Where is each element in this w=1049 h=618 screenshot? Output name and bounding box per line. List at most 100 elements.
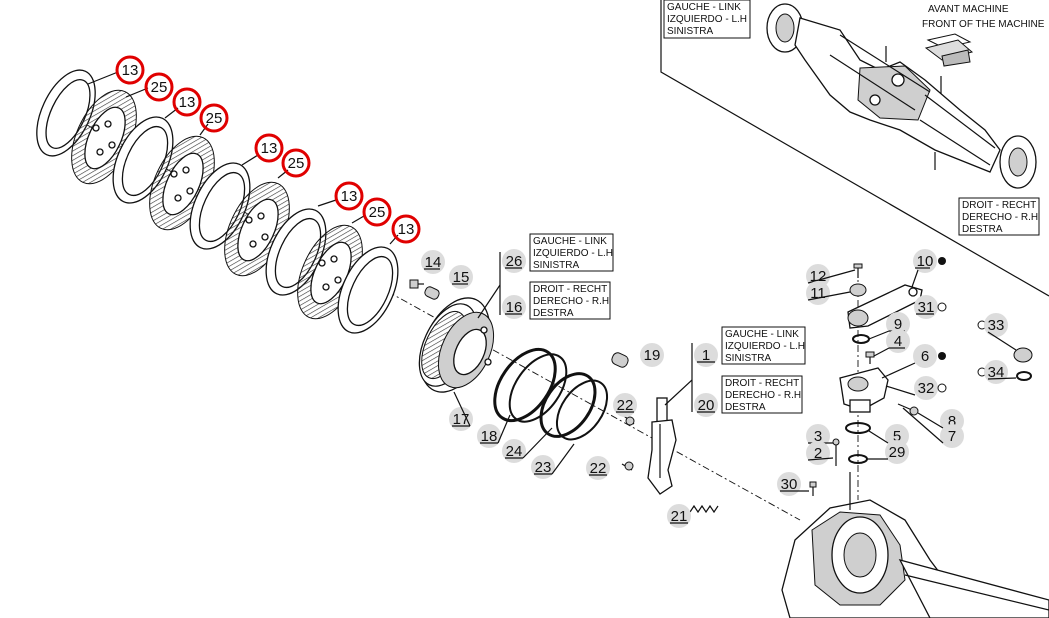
bolt-4	[865, 351, 875, 364]
label-21[interactable]: 21	[667, 504, 691, 528]
svg-text:7: 7	[948, 428, 956, 445]
front-machine-line2: FRONT OF THE MACHINE	[922, 19, 1045, 30]
label-16[interactable]: 16	[502, 295, 526, 319]
svg-text:13: 13	[122, 62, 139, 79]
o-ring-9	[852, 334, 870, 344]
svg-text:3: 3	[814, 428, 822, 445]
svg-text:15: 15	[453, 269, 470, 286]
legend-left-top-line1: GAUCHE - LINK	[667, 2, 741, 13]
svg-text:25: 25	[206, 110, 223, 127]
svg-text:6: 6	[921, 348, 929, 365]
bolt-22-lower	[621, 461, 634, 471]
label-12[interactable]: 12	[806, 264, 856, 288]
label-22-b[interactable]: 22	[586, 456, 610, 480]
o-ring-5	[845, 422, 871, 434]
bushing-15	[424, 286, 440, 300]
label-7[interactable]: 7	[902, 407, 964, 448]
bolt-8-7	[897, 403, 919, 416]
label-11[interactable]: 11	[806, 281, 851, 305]
svg-text:25: 25	[288, 155, 305, 172]
label-14[interactable]: 14	[421, 250, 445, 274]
label-22-a[interactable]: 22	[613, 393, 637, 417]
callout-25-c[interactable]: 25	[281, 148, 311, 178]
svg-text:22: 22	[617, 397, 634, 414]
washer-11	[849, 283, 867, 297]
label-6[interactable]: 6	[881, 344, 946, 379]
label-26[interactable]: 26	[502, 249, 526, 273]
svg-text:21: 21	[671, 508, 688, 525]
legend-right-top	[958, 197, 1040, 236]
pin-30	[809, 481, 817, 496]
legend-lever-right-line3: DESTRA	[725, 402, 766, 413]
label-34[interactable]: 34	[977, 360, 1017, 384]
callout-13-d[interactable]: 13	[334, 181, 364, 211]
legend-cover-right-line1: DROIT - RECHT	[533, 284, 607, 295]
front-machine-line1: AVANT MACHINE	[928, 4, 1009, 15]
callout-13-c[interactable]: 13	[254, 133, 284, 163]
callout-13-a[interactable]: 13	[115, 55, 145, 85]
svg-text:5: 5	[893, 428, 901, 445]
callout-25-b[interactable]: 25	[199, 103, 229, 133]
label-33[interactable]: 33	[977, 313, 1017, 351]
legend-lever-left	[721, 326, 806, 365]
highlighted-callouts: 13 25 13 25 13 25 13 25 13	[115, 55, 421, 244]
label-17[interactable]: 17	[449, 391, 473, 431]
svg-text:25: 25	[151, 79, 168, 96]
legend-cover-left-line2: IZQUIERDO - L.H	[533, 248, 613, 259]
legend-lever-left-line3: SINISTRA	[725, 353, 771, 364]
legend-left-top	[663, 0, 751, 39]
svg-text:1: 1	[702, 347, 710, 364]
label-10[interactable]: 10	[911, 249, 946, 288]
callout-13-b[interactable]: 13	[172, 87, 202, 117]
svg-text:12: 12	[810, 268, 827, 285]
label-31[interactable]: 31	[914, 295, 947, 319]
svg-text:13: 13	[398, 221, 415, 238]
legend-lever-left-line1: GAUCHE - LINK	[725, 329, 799, 340]
svg-text:23: 23	[535, 459, 552, 476]
callout-25-d[interactable]: 25	[362, 197, 392, 227]
clutch-disc-stack	[36, 69, 801, 521]
legend-cover-left	[529, 233, 614, 272]
o-rings	[493, 347, 609, 441]
label-15[interactable]: 15	[449, 265, 473, 289]
legend-lever-right-line1: DROIT - RECHT	[725, 378, 799, 389]
label-2[interactable]: 2	[806, 441, 834, 465]
legend-lever-left-line2: IZQUIERDO - L.H	[725, 341, 805, 352]
svg-text:20: 20	[698, 397, 715, 414]
callout-13-e[interactable]: 13	[391, 214, 421, 244]
svg-text:13: 13	[341, 188, 358, 205]
svg-text:32: 32	[918, 380, 935, 397]
legend-right-top-line1: DROIT - RECHT	[962, 200, 1036, 211]
svg-text:22: 22	[590, 460, 607, 477]
cap-33	[1013, 347, 1033, 363]
screw-3-2	[832, 438, 840, 466]
label-30[interactable]: 30	[777, 472, 809, 496]
callout-25-a[interactable]: 25	[144, 72, 174, 102]
label-19[interactable]: 19	[640, 343, 664, 367]
label-20[interactable]: 20	[694, 393, 718, 417]
label-4[interactable]: 4	[873, 329, 910, 357]
svg-text:31: 31	[918, 299, 935, 316]
legend-lever-right-line2: DERECHO - R.H	[725, 390, 801, 401]
svg-text:10: 10	[917, 253, 934, 270]
label-29[interactable]: 29	[866, 440, 909, 464]
legend-right-top-line3: DESTRA	[962, 224, 1003, 235]
lever-arm-10	[847, 284, 923, 329]
label-1[interactable]: 1	[694, 343, 718, 367]
bushing-19	[611, 352, 629, 368]
label-18[interactable]: 18	[477, 414, 511, 448]
legend-cover-right-line3: DESTRA	[533, 308, 574, 319]
shift-fork	[647, 397, 677, 495]
piston-cover	[418, 297, 495, 393]
svg-text:30: 30	[781, 476, 798, 493]
label-24[interactable]: 24	[502, 427, 553, 463]
legend-cover-right	[529, 281, 611, 320]
svg-text:8: 8	[948, 413, 956, 430]
label-23[interactable]: 23	[531, 443, 575, 479]
svg-text:29: 29	[889, 444, 906, 461]
legend-left-top-line2: IZQUIERDO - L.H	[667, 14, 747, 25]
steel-plate	[337, 246, 399, 334]
legend-cover-left-line1: GAUCHE - LINK	[533, 236, 607, 247]
label-32[interactable]: 32	[885, 376, 947, 400]
svg-text:2: 2	[814, 445, 822, 462]
